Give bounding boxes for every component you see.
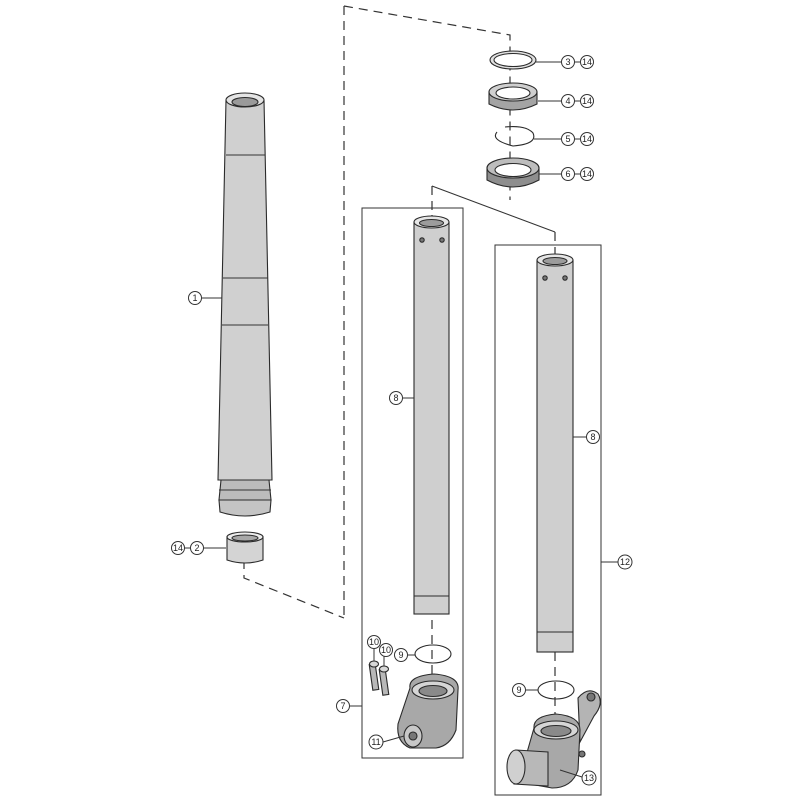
callout-10-b: 10 bbox=[379, 643, 393, 657]
svg-text:9: 9 bbox=[516, 685, 521, 695]
svg-text:4: 4 bbox=[565, 96, 570, 106]
callout-3-14: 14 bbox=[580, 55, 594, 69]
callout-5-14: 14 bbox=[580, 132, 594, 146]
svg-text:14: 14 bbox=[582, 57, 592, 67]
axle-clamp-part-11 bbox=[397, 673, 459, 749]
assembly-box-12 bbox=[494, 244, 602, 796]
svg-text:11: 11 bbox=[371, 737, 380, 747]
svg-text:10: 10 bbox=[381, 645, 391, 655]
callout-8-left: 8 bbox=[389, 391, 403, 405]
svg-text:6: 6 bbox=[565, 169, 570, 179]
ring-part-3 bbox=[489, 50, 537, 70]
svg-text:9: 9 bbox=[398, 650, 403, 660]
outer-tube-part-1 bbox=[217, 92, 273, 517]
o-ring-part-9-left bbox=[414, 644, 452, 664]
svg-text:10: 10 bbox=[369, 637, 379, 647]
callout-4-14: 14 bbox=[580, 94, 594, 108]
svg-text:2: 2 bbox=[194, 543, 199, 553]
svg-text:13: 13 bbox=[584, 773, 594, 783]
svg-text:1: 1 bbox=[192, 293, 197, 303]
callout-12: 12 bbox=[617, 554, 633, 570]
callout-3: 3 bbox=[561, 55, 580, 69]
callout-6-14: 14 bbox=[580, 167, 594, 181]
svg-text:8: 8 bbox=[393, 393, 398, 403]
circlip-part-5 bbox=[494, 126, 535, 147]
svg-text:5: 5 bbox=[565, 134, 570, 144]
svg-text:7: 7 bbox=[340, 701, 345, 711]
svg-text:14: 14 bbox=[582, 134, 592, 144]
callout-9-left: 9 bbox=[394, 648, 408, 662]
callout-5: 5 bbox=[561, 132, 580, 146]
callout-6: 6 bbox=[561, 167, 580, 181]
bolts-part-10 bbox=[368, 660, 390, 696]
svg-text:14: 14 bbox=[173, 543, 183, 553]
callout-9-right: 9 bbox=[512, 683, 526, 697]
callout-8-right: 8 bbox=[586, 430, 600, 444]
callout-1: 1 bbox=[188, 291, 202, 305]
axle-clamp-part-13 bbox=[506, 690, 601, 789]
o-ring-part-9-right bbox=[537, 680, 575, 700]
callout-13: 13 bbox=[581, 770, 597, 786]
seal-part-4 bbox=[488, 82, 538, 111]
bushing-part-2 bbox=[226, 531, 264, 564]
svg-text:14: 14 bbox=[582, 96, 592, 106]
callout-4: 4 bbox=[561, 94, 580, 108]
callout-10-a: 10 bbox=[367, 635, 381, 649]
callout-2-14: 14 bbox=[171, 541, 191, 555]
svg-text:12: 12 bbox=[620, 557, 630, 567]
inner-tube-part-8-right bbox=[536, 253, 574, 653]
leader-lines bbox=[202, 61, 618, 778]
svg-text:8: 8 bbox=[590, 432, 595, 442]
dust-wiper-part-6 bbox=[486, 157, 540, 188]
assembly-box-7 bbox=[361, 207, 464, 759]
svg-text:3: 3 bbox=[565, 57, 570, 67]
callout-11: 11 bbox=[368, 734, 384, 750]
inner-tube-part-8-left bbox=[413, 215, 450, 615]
callout-7: 7 bbox=[336, 699, 350, 713]
callout-2: 2 bbox=[190, 541, 204, 555]
assembly-dashed-lines bbox=[243, 5, 556, 720]
svg-text:14: 14 bbox=[582, 169, 592, 179]
